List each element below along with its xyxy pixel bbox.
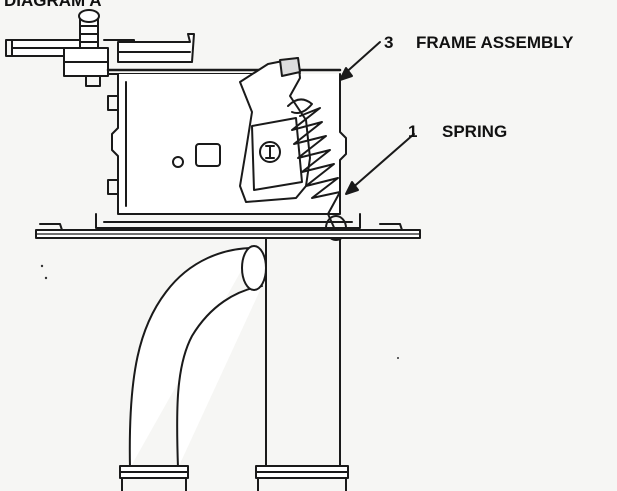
callout-label-frame-assembly: FRAME ASSEMBLY <box>416 33 574 52</box>
base-plate <box>35 223 421 239</box>
frame-assembly <box>95 73 361 229</box>
callout-spring: 1 SPRING <box>408 122 507 141</box>
frame-leader-arrow <box>339 41 381 81</box>
heat-tubes <box>119 237 349 491</box>
callout-number-3: 3 <box>384 33 393 52</box>
callout-frame-assembly: 3 FRAME ASSEMBLY <box>384 33 574 52</box>
spring-leader-arrow <box>345 133 415 195</box>
spring <box>291 107 347 241</box>
callout-number-1: 1 <box>408 122 417 141</box>
callout-label-spring: SPRING <box>442 122 507 141</box>
diagram-header: DIAGRAM A <box>4 0 102 10</box>
speckles <box>40 264 399 359</box>
choke-lever <box>239 57 313 203</box>
adjuster-screw <box>5 9 195 87</box>
